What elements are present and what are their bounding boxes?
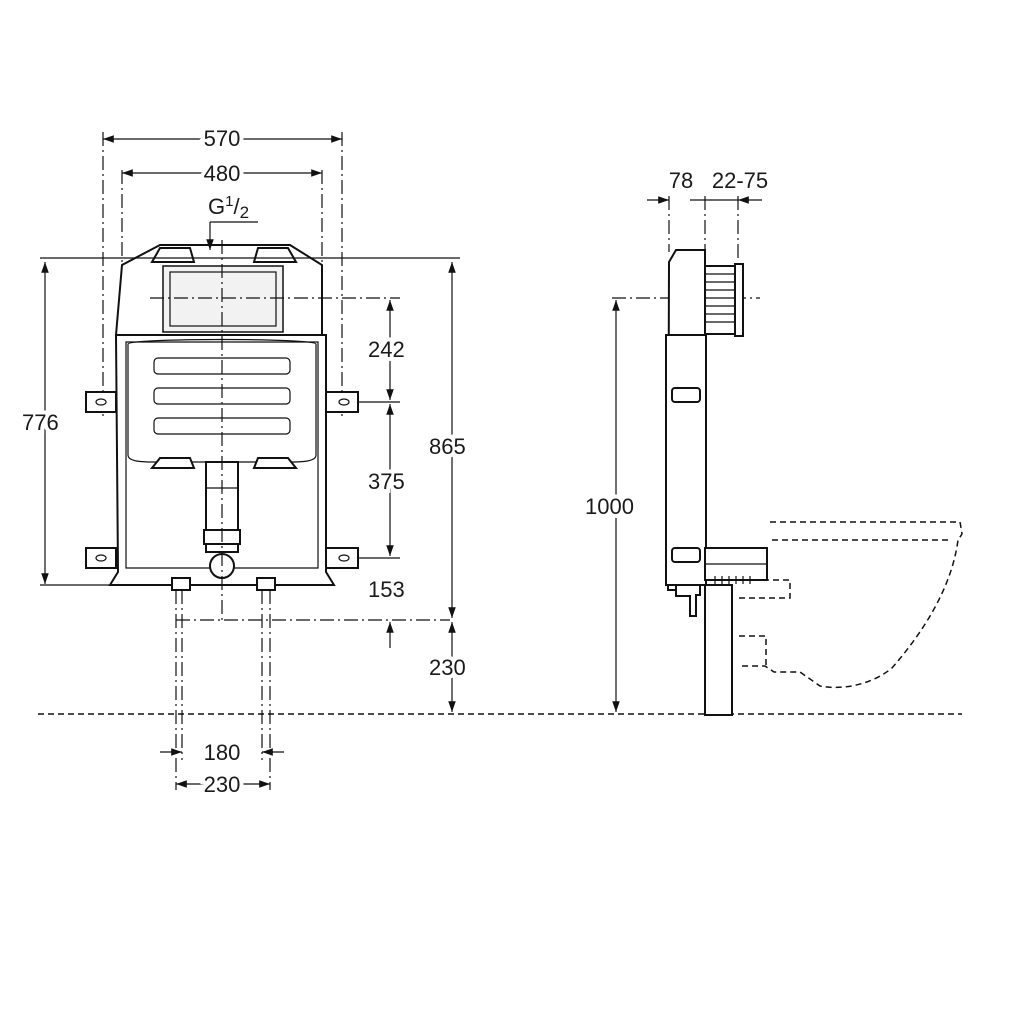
bracket-right-lower bbox=[325, 547, 359, 569]
dim-inlet-thread: G1/2 bbox=[208, 193, 249, 222]
dim-22-75: 22-75 bbox=[712, 168, 768, 193]
dim-375: 375 bbox=[368, 469, 405, 494]
dim-180: 180 bbox=[204, 740, 241, 765]
inlet-sup: 1 bbox=[225, 193, 233, 210]
dim-1000: 1000 bbox=[585, 494, 634, 519]
dim-230-width: 230 bbox=[204, 772, 241, 797]
inlet-g: G bbox=[208, 194, 225, 219]
inlet-sub: 2 bbox=[240, 203, 249, 222]
support-leg bbox=[704, 584, 733, 716]
dim-153: 153 bbox=[368, 577, 405, 602]
inlet-slash: / bbox=[233, 194, 240, 219]
side-view: 78 22-75 1000 bbox=[581, 168, 963, 716]
inlet-fitting bbox=[704, 265, 740, 335]
dim-570: 570 bbox=[204, 126, 241, 151]
dim-776: 776 bbox=[22, 410, 59, 435]
bracket-left-upper bbox=[85, 391, 117, 413]
dim-480: 480 bbox=[204, 161, 241, 186]
dim-78: 78 bbox=[669, 168, 693, 193]
flush-opening bbox=[162, 265, 284, 333]
bracket-right-upper bbox=[325, 391, 359, 413]
front-view: 570 480 G1/2 776 865 242 375 153 230 180… bbox=[18, 122, 470, 801]
dim-242: 242 bbox=[368, 337, 405, 362]
dim-865: 865 bbox=[429, 434, 466, 459]
dim-230-height: 230 bbox=[429, 655, 466, 680]
toilet-bowl-outline bbox=[739, 521, 963, 689]
bracket-left-lower bbox=[85, 547, 117, 569]
